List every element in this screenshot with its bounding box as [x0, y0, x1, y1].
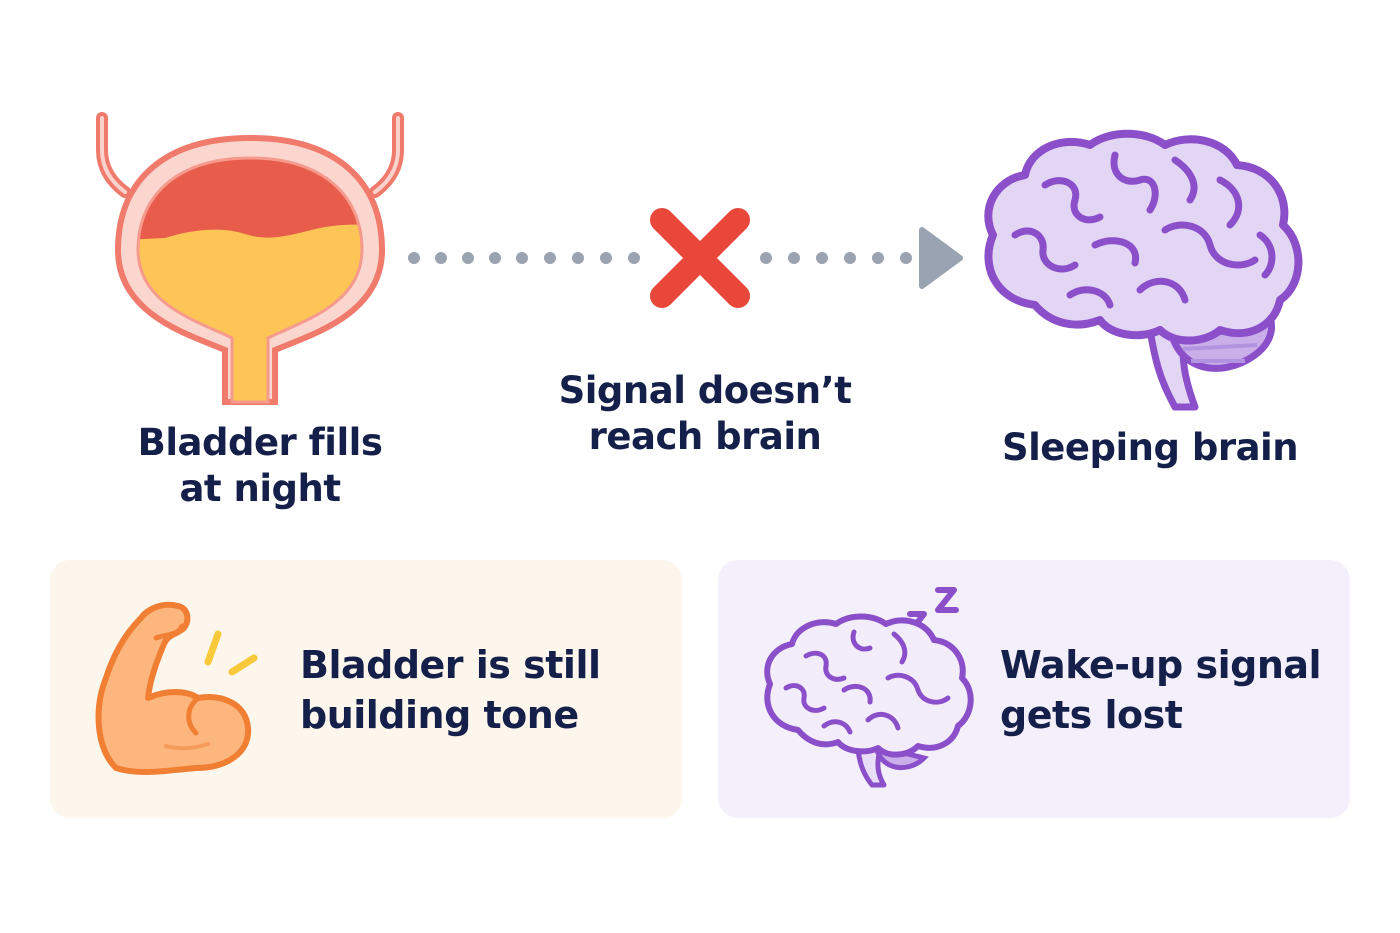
card-signal-lost-text: Wake-up signal gets lost	[1000, 640, 1322, 740]
bladder-label: Bladder fills at night	[90, 420, 430, 513]
brain-icon	[984, 129, 1303, 411]
signal-label-line-2: reach brain	[588, 415, 822, 459]
bladder-label-line-1: Bladder fills	[137, 421, 383, 464]
brain-label: Sleeping brain	[960, 425, 1340, 471]
card-signal-lost: Wake-up signal gets lost	[718, 560, 1350, 818]
bladder-label-line-2: at night	[179, 467, 341, 511]
arrow-head-icon	[919, 227, 963, 289]
signal-path	[408, 208, 963, 308]
sleeping-brain-icon	[764, 587, 974, 788]
signal-dots	[408, 252, 912, 264]
card-bladder-tone: Bladder is still building tone	[50, 560, 682, 818]
card-signal-lost-line-1: Wake-up signal	[1000, 643, 1322, 687]
bladder-icon	[96, 112, 404, 405]
card-bladder-tone-line-1: Bladder is still	[300, 643, 601, 687]
signal-label: Signal doesn’t reach brain	[520, 368, 890, 461]
cross-icon	[650, 208, 750, 308]
signal-label-line-1: Signal doesn’t	[558, 369, 852, 412]
card-bladder-tone-text: Bladder is still building tone	[300, 640, 601, 740]
flexed-arm-icon	[95, 601, 258, 776]
brain-label-line-1: Sleeping brain	[1001, 426, 1299, 469]
card-bladder-tone-line-2: building tone	[300, 693, 579, 738]
card-signal-lost-line-2: gets lost	[1000, 693, 1183, 738]
